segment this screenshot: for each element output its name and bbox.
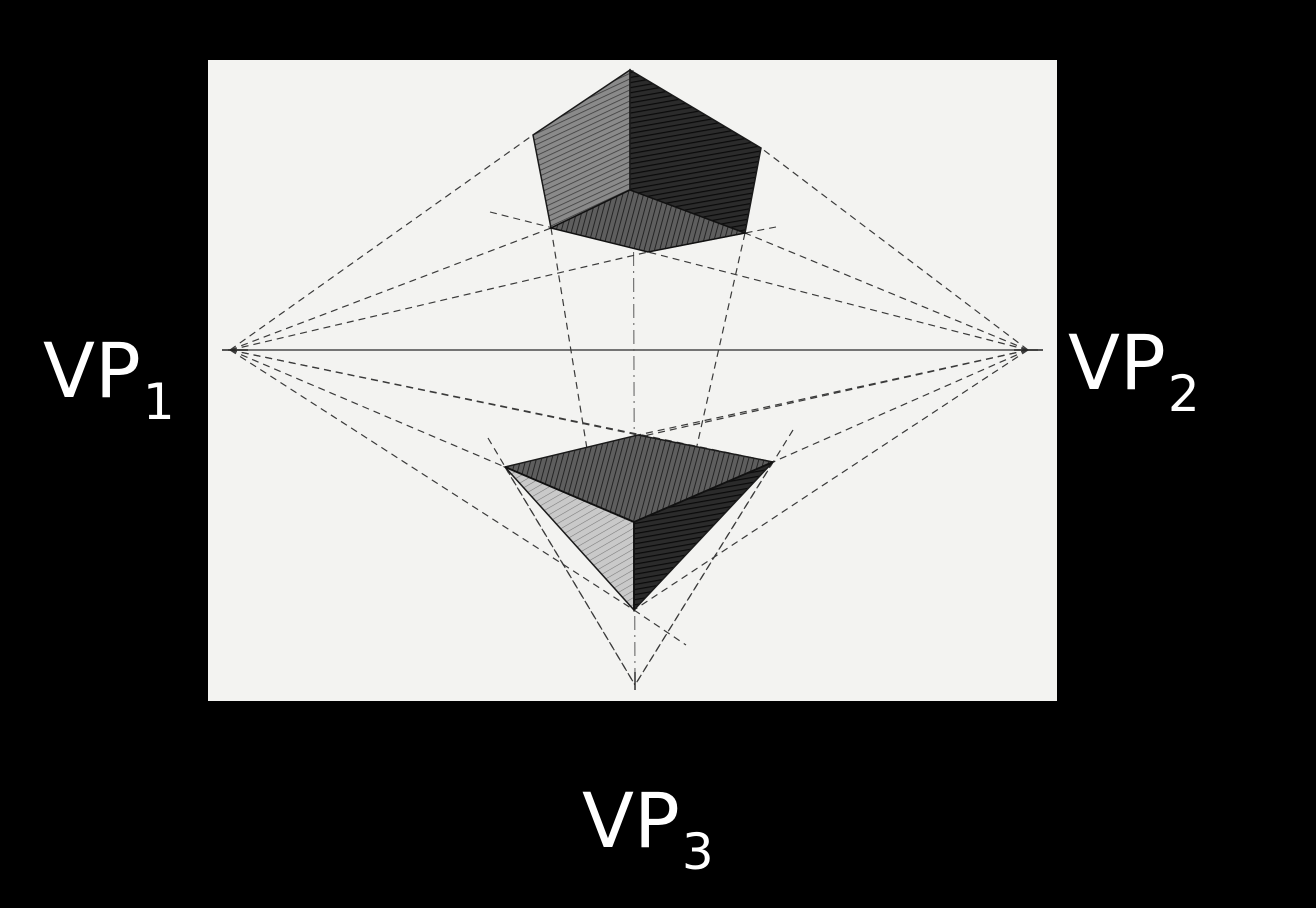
lower-cube xyxy=(502,434,776,612)
vp1-label-main: VP xyxy=(43,326,141,415)
vp2-label-main: VP xyxy=(1068,318,1166,407)
drawing-canvas xyxy=(222,68,1043,690)
vanishing-point-marks xyxy=(222,349,1043,690)
vp2-label-subscript: 2 xyxy=(1167,365,1200,423)
upper-cube xyxy=(532,68,762,253)
upper-cube-bottom-face xyxy=(548,189,748,253)
vp3-perspective-lines xyxy=(487,227,794,686)
vp3-label: VP3 xyxy=(582,783,714,878)
vp3-label-main: VP xyxy=(582,776,680,865)
perspective-drawing xyxy=(208,60,1057,701)
vp2-label: VP2 xyxy=(1068,325,1200,420)
vp1-label: VP1 xyxy=(43,333,175,428)
vp3-label-subscript: 3 xyxy=(681,823,714,881)
vp1-label-subscript: 1 xyxy=(142,373,175,431)
